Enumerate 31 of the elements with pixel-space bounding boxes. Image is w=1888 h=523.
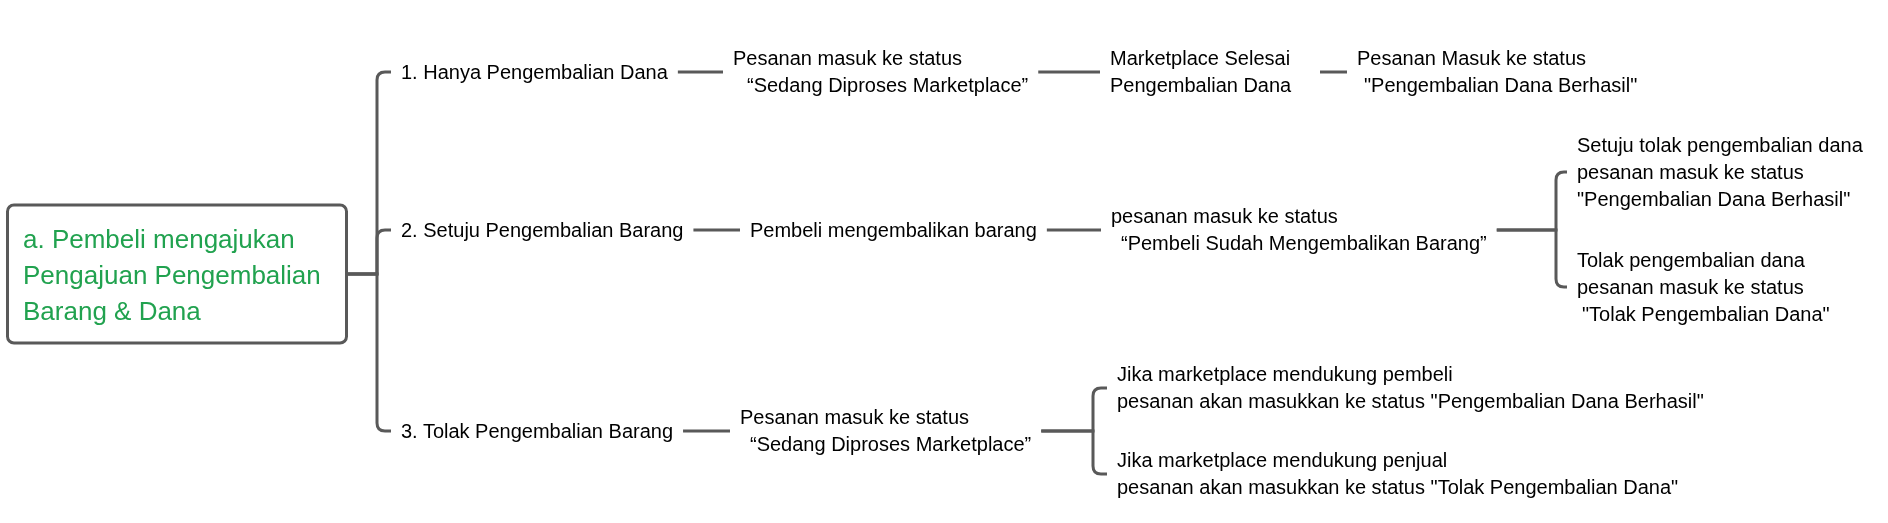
connector-line [693, 228, 740, 232]
topic-text: Pesanan masuk ke status [733, 46, 963, 71]
topic-text: Pesanan masuk ke status [740, 405, 970, 430]
topic-text: “Sedang Diproses Marketplace” [747, 73, 1029, 98]
topic-text: Jika marketplace mendukung pembeli [1117, 362, 1454, 387]
topic-text: Setuju tolak pengembalian dana [1577, 132, 1863, 158]
topic-text: "Pengembalian Dana Berhasil" [1364, 73, 1638, 98]
connector-line [1046, 228, 1101, 232]
topic-text: pesanan akan masukkan ke status "Pengembalian Dana Berhasil" [1117, 389, 1704, 414]
connector-line [677, 70, 723, 74]
topic-text: Jika marketplace mendukung penjual [1117, 448, 1449, 473]
connector-line [1320, 70, 1347, 74]
root-topic-box [6, 203, 348, 345]
connector-line [683, 429, 730, 433]
topic-text: Tolak pengembalian dana [1577, 247, 1806, 273]
root-topic-text: a. Pembeli mengajukan Pengajuan Pengembalian Barang & Dana [23, 222, 322, 327]
topic-text: pesanan masuk ke status [1577, 274, 1805, 300]
topic-text: “Sedang Diproses Marketplace” [750, 432, 1032, 457]
topic-text: Pesanan Masuk ke status [1357, 46, 1587, 71]
topic-text: pesanan masuk ke status [1111, 204, 1339, 229]
topic-text: 3. Tolak Pengembalian Barang [401, 418, 674, 444]
topic-text: pesanan akan masukkan ke status "Tolak Pengembalian Dana" [1117, 475, 1679, 500]
topic-text: 2. Setuju Pengembalian Barang [401, 217, 684, 243]
topic-text: "Pengembalian Dana Berhasil" [1577, 186, 1852, 212]
topic-text: 1. Hanya Pengembalian Dana [401, 59, 668, 85]
connector-line [1038, 70, 1100, 74]
topic-text: pesanan masuk ke status [1577, 159, 1805, 185]
topic-text: Pembeli mengembalikan barang [750, 217, 1037, 243]
topic-text: “Pembeli Sudah Mengembalikan Barang” [1121, 231, 1487, 256]
topic-text: "Tolak Pengembalian Dana" [1582, 301, 1830, 327]
topic-text: Marketplace Selesai Pengembalian Dana [1110, 46, 1293, 98]
